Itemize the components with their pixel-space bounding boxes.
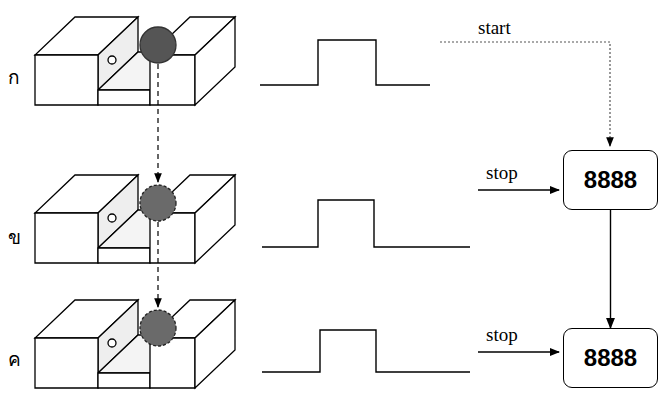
signal-pulse	[260, 40, 430, 85]
falling-ball	[140, 27, 176, 63]
start-signal-line	[440, 42, 610, 146]
counter-display: 8888	[563, 328, 658, 388]
light-emitter	[108, 214, 116, 222]
sensor-face	[98, 90, 150, 105]
counter-display: 8888	[563, 150, 658, 210]
position-label: ก	[8, 68, 20, 89]
sensor-face	[35, 338, 98, 388]
sensor-face	[35, 55, 98, 105]
signal-name: start	[478, 18, 511, 39]
sensor-face	[98, 373, 150, 388]
fall-path	[157, 222, 158, 307]
light-emitter	[108, 56, 116, 64]
signal-pulse	[262, 330, 470, 372]
position-label: ข	[8, 228, 21, 249]
counter-reading: 8888	[584, 166, 637, 194]
connector-arrow	[610, 210, 611, 328]
stop-signal-line	[478, 189, 559, 190]
signal-pulse	[262, 200, 470, 247]
sensor-face	[195, 300, 235, 388]
signal-name: stop	[486, 163, 518, 184]
falling-ball	[140, 185, 176, 221]
photogate-sensor	[35, 17, 235, 105]
fall-path	[157, 64, 158, 182]
counter-reading: 8888	[584, 344, 637, 372]
sensor-face	[35, 213, 98, 263]
position-label: ค	[8, 350, 21, 371]
sensor-face	[195, 17, 235, 105]
signal-name: stop	[486, 325, 518, 346]
photogate-sensor	[35, 175, 235, 263]
sensor-face	[195, 175, 235, 263]
sensor-face	[98, 248, 150, 263]
stop-signal-line	[478, 351, 559, 352]
light-emitter	[108, 339, 116, 347]
photogate-sensor	[35, 300, 235, 388]
falling-ball	[140, 310, 176, 346]
